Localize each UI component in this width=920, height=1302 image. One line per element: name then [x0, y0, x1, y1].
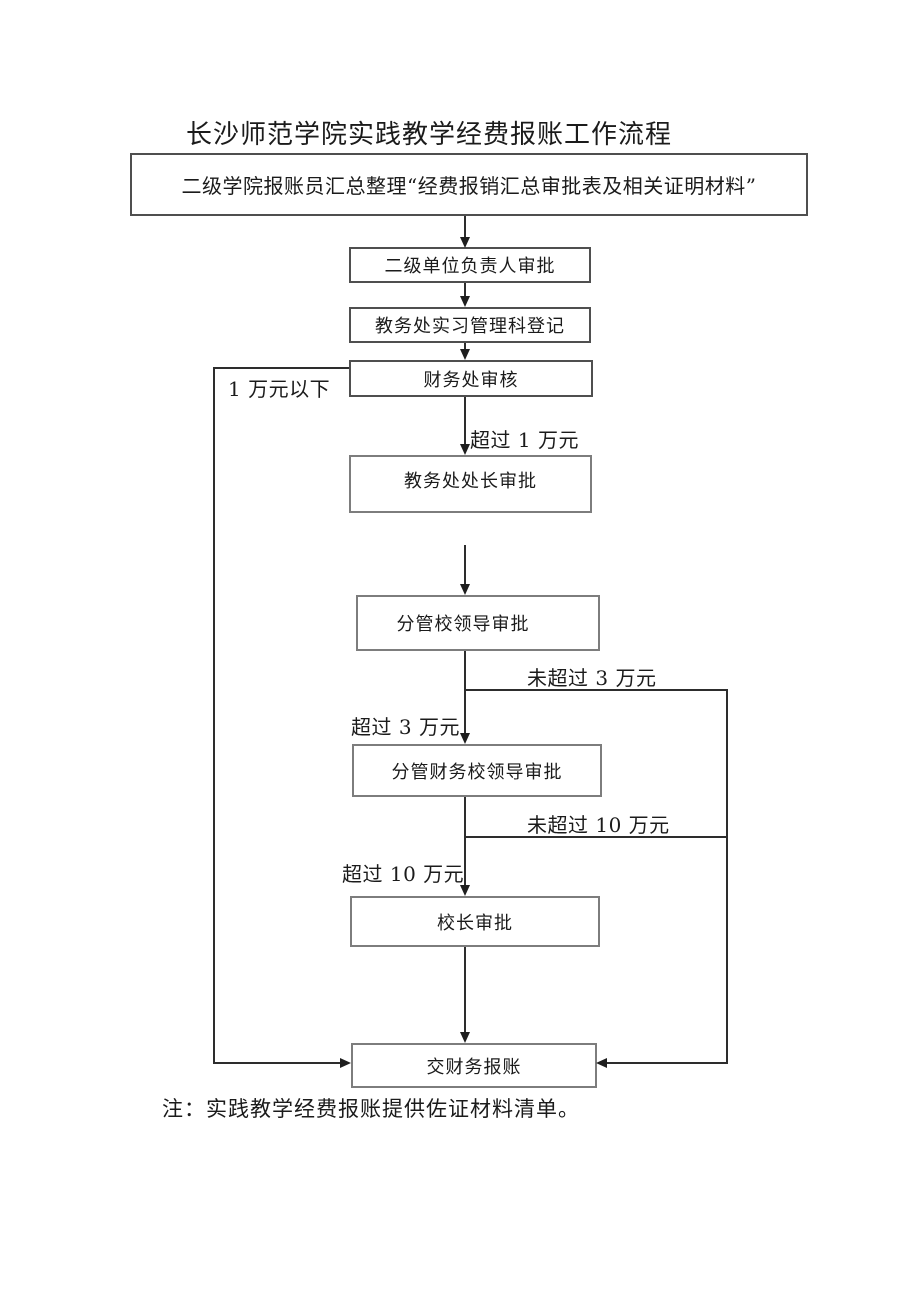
node-unit-leader-label: 二级单位负责人审批 [384, 256, 556, 277]
footnote: 注：实践教学经费报账提供佐证材料清单。 [162, 1097, 580, 1121]
page-title: 长沙师范学院实践教学经费报账工作流程 [185, 120, 672, 150]
arrow-down-icon [460, 296, 470, 307]
node-finance-audit: 财务处审核 [349, 360, 593, 397]
edge-president-to-submit [464, 947, 466, 1033]
node-vp-approval: 分管校领导审批 [356, 595, 600, 651]
edge-right-bypass-side [726, 689, 728, 1064]
edge-summary-to-unit-leader [464, 216, 466, 238]
edge-registration-to-finance-audit [464, 343, 466, 350]
arrow-down-icon [460, 584, 470, 595]
edge-unit-leader-to-registration [464, 283, 466, 297]
arrow-down-icon [460, 444, 470, 455]
edge-below-10k-side [213, 367, 215, 1064]
node-finance-audit-label: 财务处审核 [423, 369, 519, 391]
node-vp-approval-label: 分管校领导审批 [396, 614, 530, 635]
node-summary-label: 二级学院报账员汇总整理“经费报销汇总审批表及相关证明材料” [181, 174, 757, 198]
arrow-down-icon [460, 733, 470, 744]
edge-finance-audit-to-dean [464, 397, 466, 445]
node-submit-finance: 交财务报账 [351, 1043, 597, 1088]
edge-vp-to-finance-vp [464, 651, 466, 734]
edge-below-10k-top [213, 367, 349, 369]
node-president-approval-label: 校长审批 [437, 912, 513, 934]
edge-dean-to-vp [464, 545, 466, 585]
node-registration-label: 教务处实习管理科登记 [375, 316, 565, 337]
edge-label-above-10k: 超过 1 万元 [470, 428, 579, 452]
node-dean-approval: 教务处处长审批 [349, 455, 592, 513]
node-unit-leader: 二级单位负责人审批 [349, 247, 591, 283]
edge-below-10k-bottom [213, 1062, 341, 1064]
node-president-approval: 校长审批 [350, 896, 600, 947]
arrow-down-icon [460, 885, 470, 896]
edge-right-bypass-bottom [607, 1062, 728, 1064]
arrow-down-icon [460, 237, 470, 248]
edge-within-30k-branch [464, 689, 728, 691]
arrow-down-icon [460, 1032, 470, 1043]
edge-label-above-30k: 超过 3 万元 [351, 715, 460, 739]
edge-label-above-100k: 超过 10 万元 [342, 862, 465, 886]
arrow-left-icon [596, 1058, 607, 1068]
edge-finance-vp-to-president [464, 797, 466, 886]
edge-label-within-30k: 未超过 3 万元 [527, 666, 657, 690]
edge-label-within-100k: 未超过 10 万元 [527, 813, 670, 837]
node-finance-vp-approval-label: 分管财务校领导审批 [391, 761, 563, 783]
node-registration: 教务处实习管理科登记 [349, 307, 591, 343]
edge-within-100k-branch [464, 836, 728, 838]
node-summary: 二级学院报账员汇总整理“经费报销汇总审批表及相关证明材料” [130, 153, 808, 216]
node-finance-vp-approval: 分管财务校领导审批 [352, 744, 602, 797]
arrow-right-icon [340, 1058, 351, 1068]
node-dean-approval-label: 教务处处长审批 [404, 471, 537, 492]
node-submit-finance-label: 交财务报账 [426, 1056, 522, 1078]
edge-label-below-10k: 1 万元以下 [228, 377, 331, 401]
arrow-down-icon [460, 349, 470, 360]
